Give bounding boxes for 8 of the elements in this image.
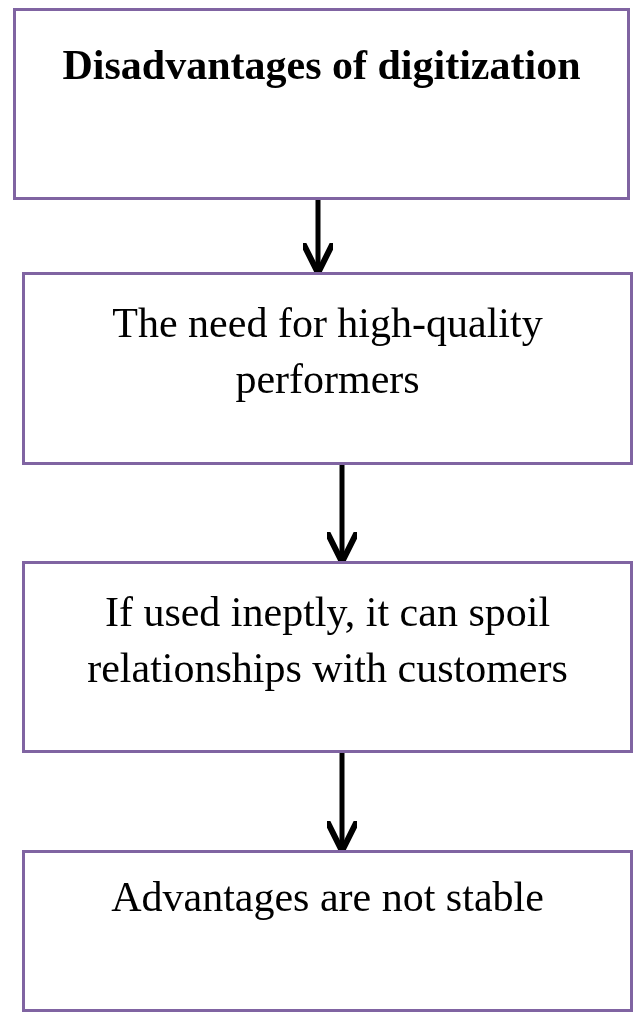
box-text: Advantages are not stable <box>110 873 545 922</box>
process-box <box>22 561 633 753</box>
box-text: If used ineptly, it can spoil relationships with customers <box>86 588 569 693</box>
heading-text: Disadvantages of digitization <box>61 41 582 90</box>
process-box <box>13 8 630 200</box>
box-text: The need for high-quality performers <box>111 299 544 404</box>
process-box <box>22 272 633 465</box>
process-box <box>22 850 633 1012</box>
